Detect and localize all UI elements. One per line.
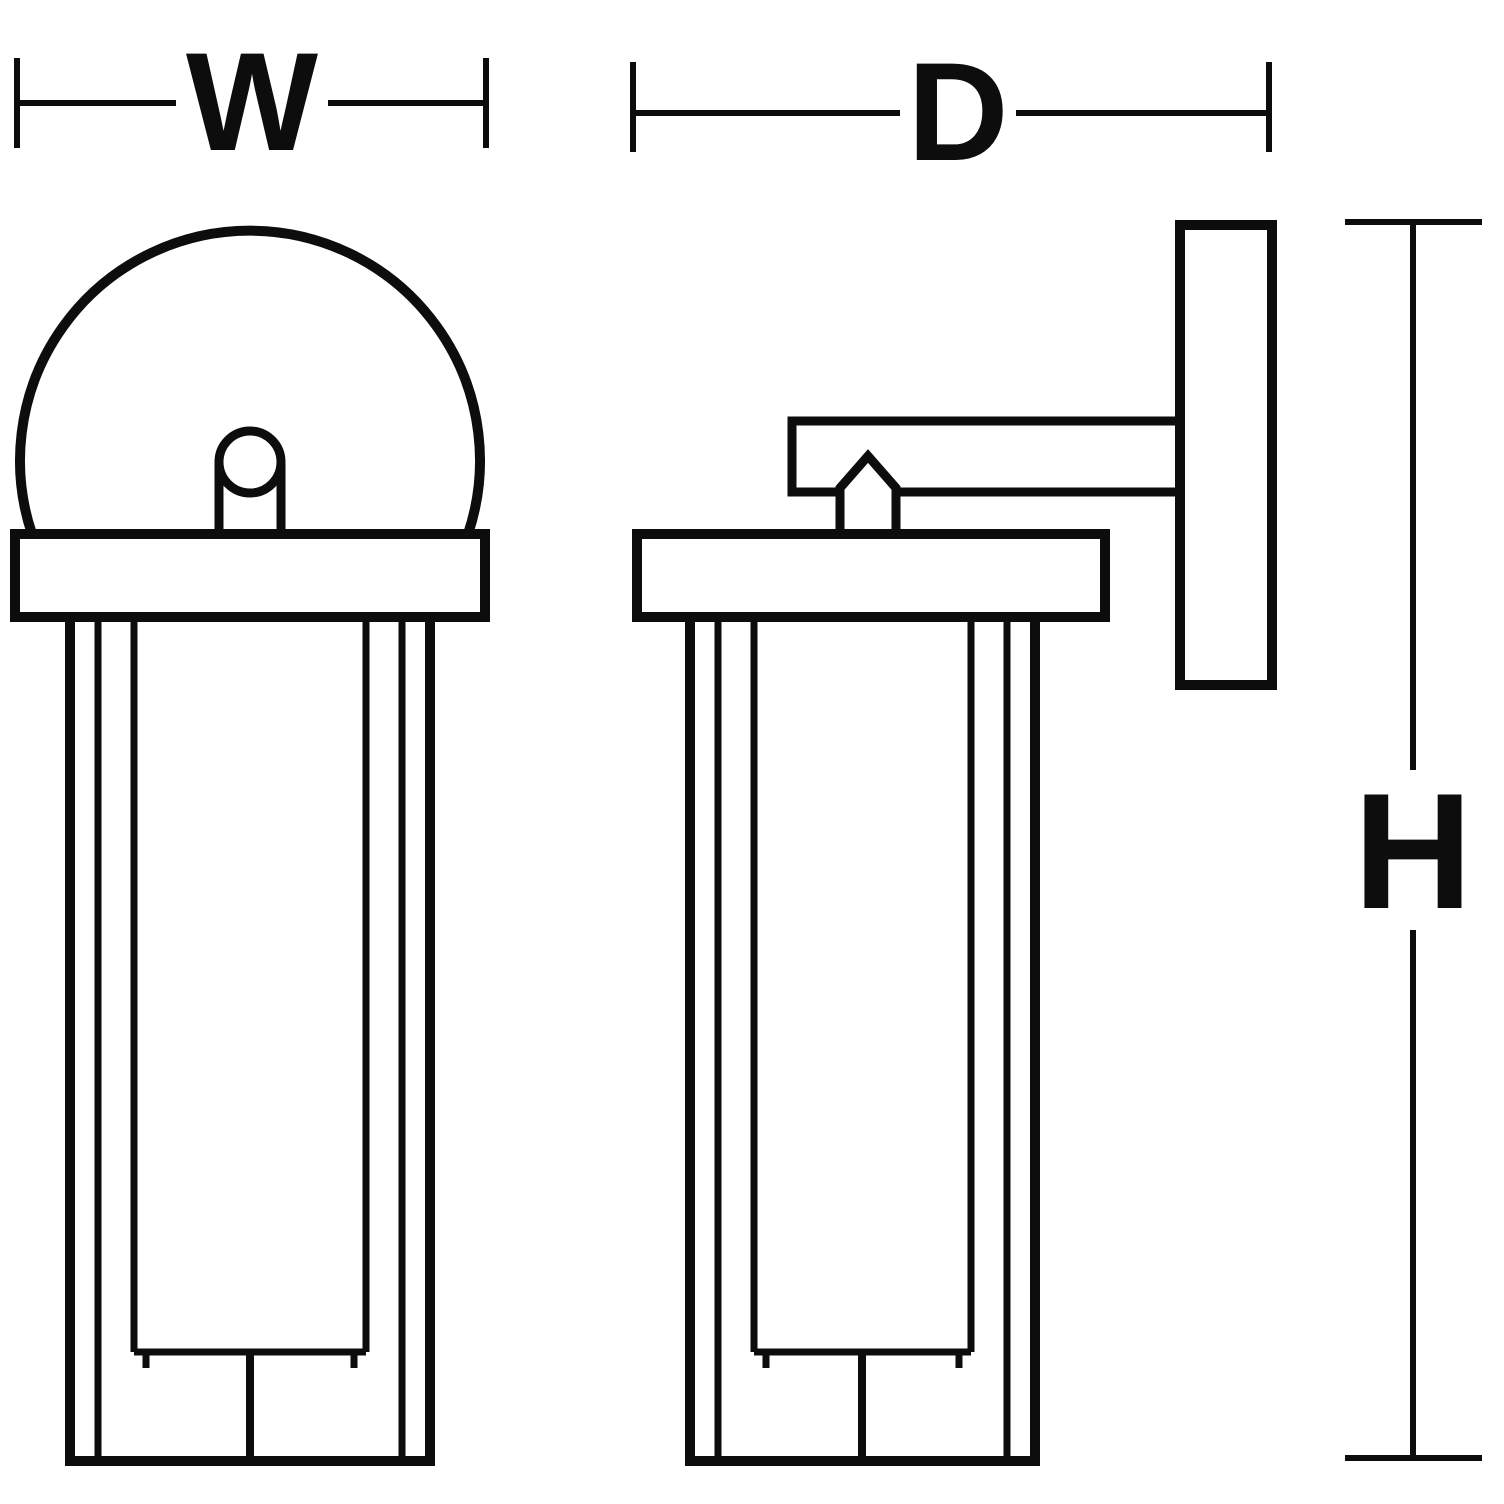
width-label: W <box>186 23 318 180</box>
side-wall-plate <box>1175 220 1277 690</box>
side-finial <box>835 449 901 535</box>
width-dimension: W <box>14 23 489 180</box>
front-view <box>10 225 490 1466</box>
side-view <box>632 220 1277 1466</box>
front-dome-shade <box>15 225 485 536</box>
side-cap-plate <box>632 529 1110 622</box>
depth-label: D <box>907 33 1008 190</box>
height-dimension: H <box>1345 219 1482 1461</box>
front-finial-knob <box>214 426 286 498</box>
front-cap-plate <box>10 529 490 622</box>
height-label: H <box>1353 759 1472 943</box>
depth-dimension: D <box>630 33 1272 190</box>
front-lantern-body <box>65 612 435 1466</box>
side-lantern-body <box>685 612 1040 1466</box>
